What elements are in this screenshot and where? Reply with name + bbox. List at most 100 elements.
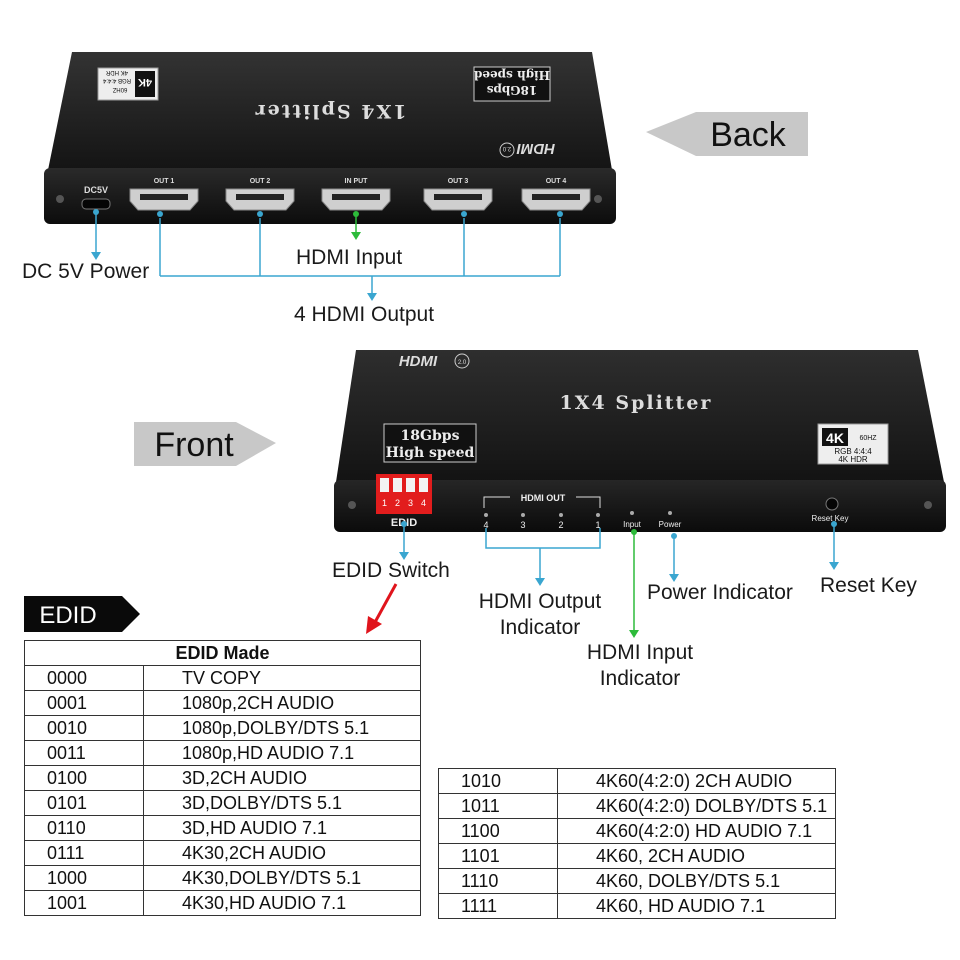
edid-code: 0101 (24, 790, 144, 816)
hdmi-input-indicator-callout: HDMI Input Indicator (566, 640, 714, 692)
power-led-label: Power (659, 520, 682, 529)
input-led-label: Input (623, 520, 642, 529)
edid-description: 1080p,DOLBY/DTS 5.1 (143, 715, 421, 741)
edid-description: 4K60(4:2:0) HD AUDIO 7.1 (557, 818, 836, 844)
back-device-diagram: 4K 60HZ RGB 4:4:4 4K HDR 1X4 Splitter 18… (44, 52, 808, 301)
svg-text:2.0: 2.0 (502, 145, 511, 151)
svg-text:High speed: High speed (473, 68, 550, 82)
edid-description: 3D,2CH AUDIO (143, 765, 421, 791)
svg-text:Back: Back (710, 116, 787, 154)
svg-text:EDID: EDID (39, 602, 96, 629)
edid-code: 1010 (438, 768, 558, 794)
hdmi-port-slot (434, 194, 482, 200)
hdmi-out-led-number: 1 (595, 520, 600, 530)
hdmi-out-led (559, 513, 563, 517)
dip-switch-number: 3 (408, 498, 413, 508)
svg-text:4K HDR: 4K HDR (105, 69, 128, 75)
reset-key-button[interactable] (825, 497, 839, 511)
edid-switch-callout: EDID Switch (332, 559, 450, 582)
edid-code: 1100 (438, 818, 558, 844)
edid-code: 0000 (24, 665, 144, 691)
power-led (668, 511, 672, 515)
hdmi-port-label: OUT 1 (154, 178, 175, 185)
dip-switch-number: 1 (382, 498, 387, 508)
dc-port-label: DC5V (84, 185, 108, 195)
dip-switch-lever[interactable] (380, 478, 389, 492)
edid-code: 1001 (24, 890, 144, 916)
svg-text:4K: 4K (826, 430, 844, 446)
edid-code: 1011 (438, 793, 558, 819)
hdmi-output-indicator-callout: HDMI Output Indicator (460, 589, 620, 641)
edid-code: 0011 (24, 740, 144, 766)
back-4k-badge: 4K 60HZ RGB 4:4:4 4K HDR (97, 67, 159, 101)
dip-switch-lever[interactable] (419, 478, 428, 492)
hdmi-port-slot (532, 194, 580, 200)
edid-description: 1080p,2CH AUDIO (143, 690, 421, 716)
edid-code: 1101 (438, 843, 558, 869)
svg-text:RGB 4:4:4: RGB 4:4:4 (102, 77, 131, 83)
edid-description: 4K30,DOLBY/DTS 5.1 (143, 865, 421, 891)
svg-text:Front: Front (154, 426, 234, 464)
edid-description: TV COPY (143, 665, 421, 691)
edid-description: 4K60(4:2:0) 2CH AUDIO (557, 768, 836, 794)
hdmi-output-indicator-line1: HDMI Output (478, 590, 602, 613)
dip-switch-number: 4 (421, 498, 426, 508)
edid-description: 1080p,HD AUDIO 7.1 (143, 740, 421, 766)
edid-code: 1000 (24, 865, 144, 891)
edid-code: 0010 (24, 715, 144, 741)
front-device-top (336, 350, 944, 482)
back-device-title: 1X4 Splitter (254, 100, 407, 122)
hdmi-port-slot (332, 194, 380, 200)
hdmi-port-label: OUT 2 (250, 178, 271, 185)
input-led (630, 511, 634, 515)
hdmi-input-indicator-line1: HDMI Input (586, 641, 694, 664)
svg-text:60HZ: 60HZ (859, 435, 877, 442)
front-hdmi-logo: HDMI 2.0 (399, 353, 470, 370)
dip-switch-lever[interactable] (406, 478, 415, 492)
dc-power-callout: DC 5V Power (22, 260, 150, 283)
edid-description: 4K60, HD AUDIO 7.1 (557, 893, 836, 919)
back-speed-label: 18Gbps High speed (473, 66, 551, 102)
svg-text:18Gbps: 18Gbps (401, 428, 460, 444)
hdmi-input-callout: HDMI Input (296, 246, 403, 269)
red-arrow-icon (366, 583, 398, 634)
back-device-top (48, 52, 612, 170)
dc-power-port[interactable] (81, 198, 111, 210)
hdmi-out-led-number: 2 (558, 520, 563, 530)
edid-description: 4K60(4:2:0) DOLBY/DTS 5.1 (557, 793, 836, 819)
edid-code: 1110 (438, 868, 558, 894)
back-hdmi-logo: HDMI 2.0 (499, 140, 555, 158)
reset-key-label: Reset Key (812, 514, 849, 523)
hdmi-output-callout: 4 HDMI Output (294, 303, 435, 326)
hdmi-port-slot (140, 194, 188, 200)
front-device-panel (334, 480, 946, 532)
edid-description: 4K30,HD AUDIO 7.1 (143, 890, 421, 916)
screw-icon (924, 501, 932, 509)
dip-switch-lever[interactable] (393, 478, 402, 492)
edid-code: 0100 (24, 765, 144, 791)
screw-icon (594, 195, 602, 203)
svg-text:4K HDR: 4K HDR (838, 455, 868, 464)
hdmi-output-indicator-line2: Indicator (499, 616, 581, 639)
svg-text:60HZ: 60HZ (112, 86, 127, 92)
hdmi-out-led (521, 513, 525, 517)
hdmi-out-led-number: 4 (483, 520, 488, 530)
hdmi-port-label: OUT 3 (448, 178, 469, 185)
